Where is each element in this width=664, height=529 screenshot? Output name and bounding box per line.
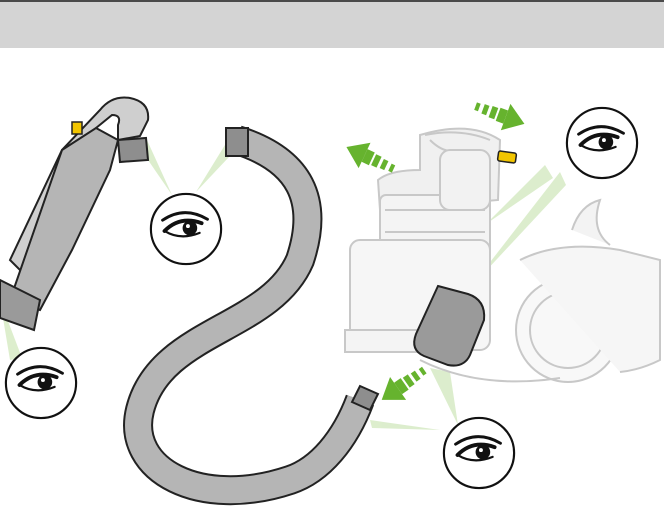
- eye-icon: [564, 105, 640, 181]
- wand: [0, 96, 150, 332]
- header-bar: [0, 0, 664, 48]
- hose-bottom-end: [350, 384, 380, 412]
- bin-inlet: [413, 284, 486, 367]
- sight-beams: [0, 140, 566, 430]
- green-arrows: [346, 102, 525, 400]
- hose-top-end: [225, 127, 249, 157]
- vacuum-body: [344, 127, 661, 383]
- eye-icon: [3, 345, 79, 421]
- wand-release-button: [71, 121, 83, 135]
- eye-icon: [441, 415, 517, 491]
- eye-icon: [148, 191, 224, 267]
- hose: [123, 125, 380, 506]
- cyclone-release-button: [496, 150, 518, 164]
